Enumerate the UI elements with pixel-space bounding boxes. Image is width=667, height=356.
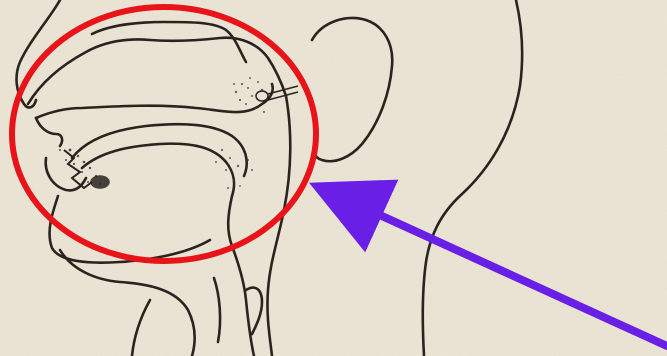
tongue-tip-marker [91, 176, 109, 188]
